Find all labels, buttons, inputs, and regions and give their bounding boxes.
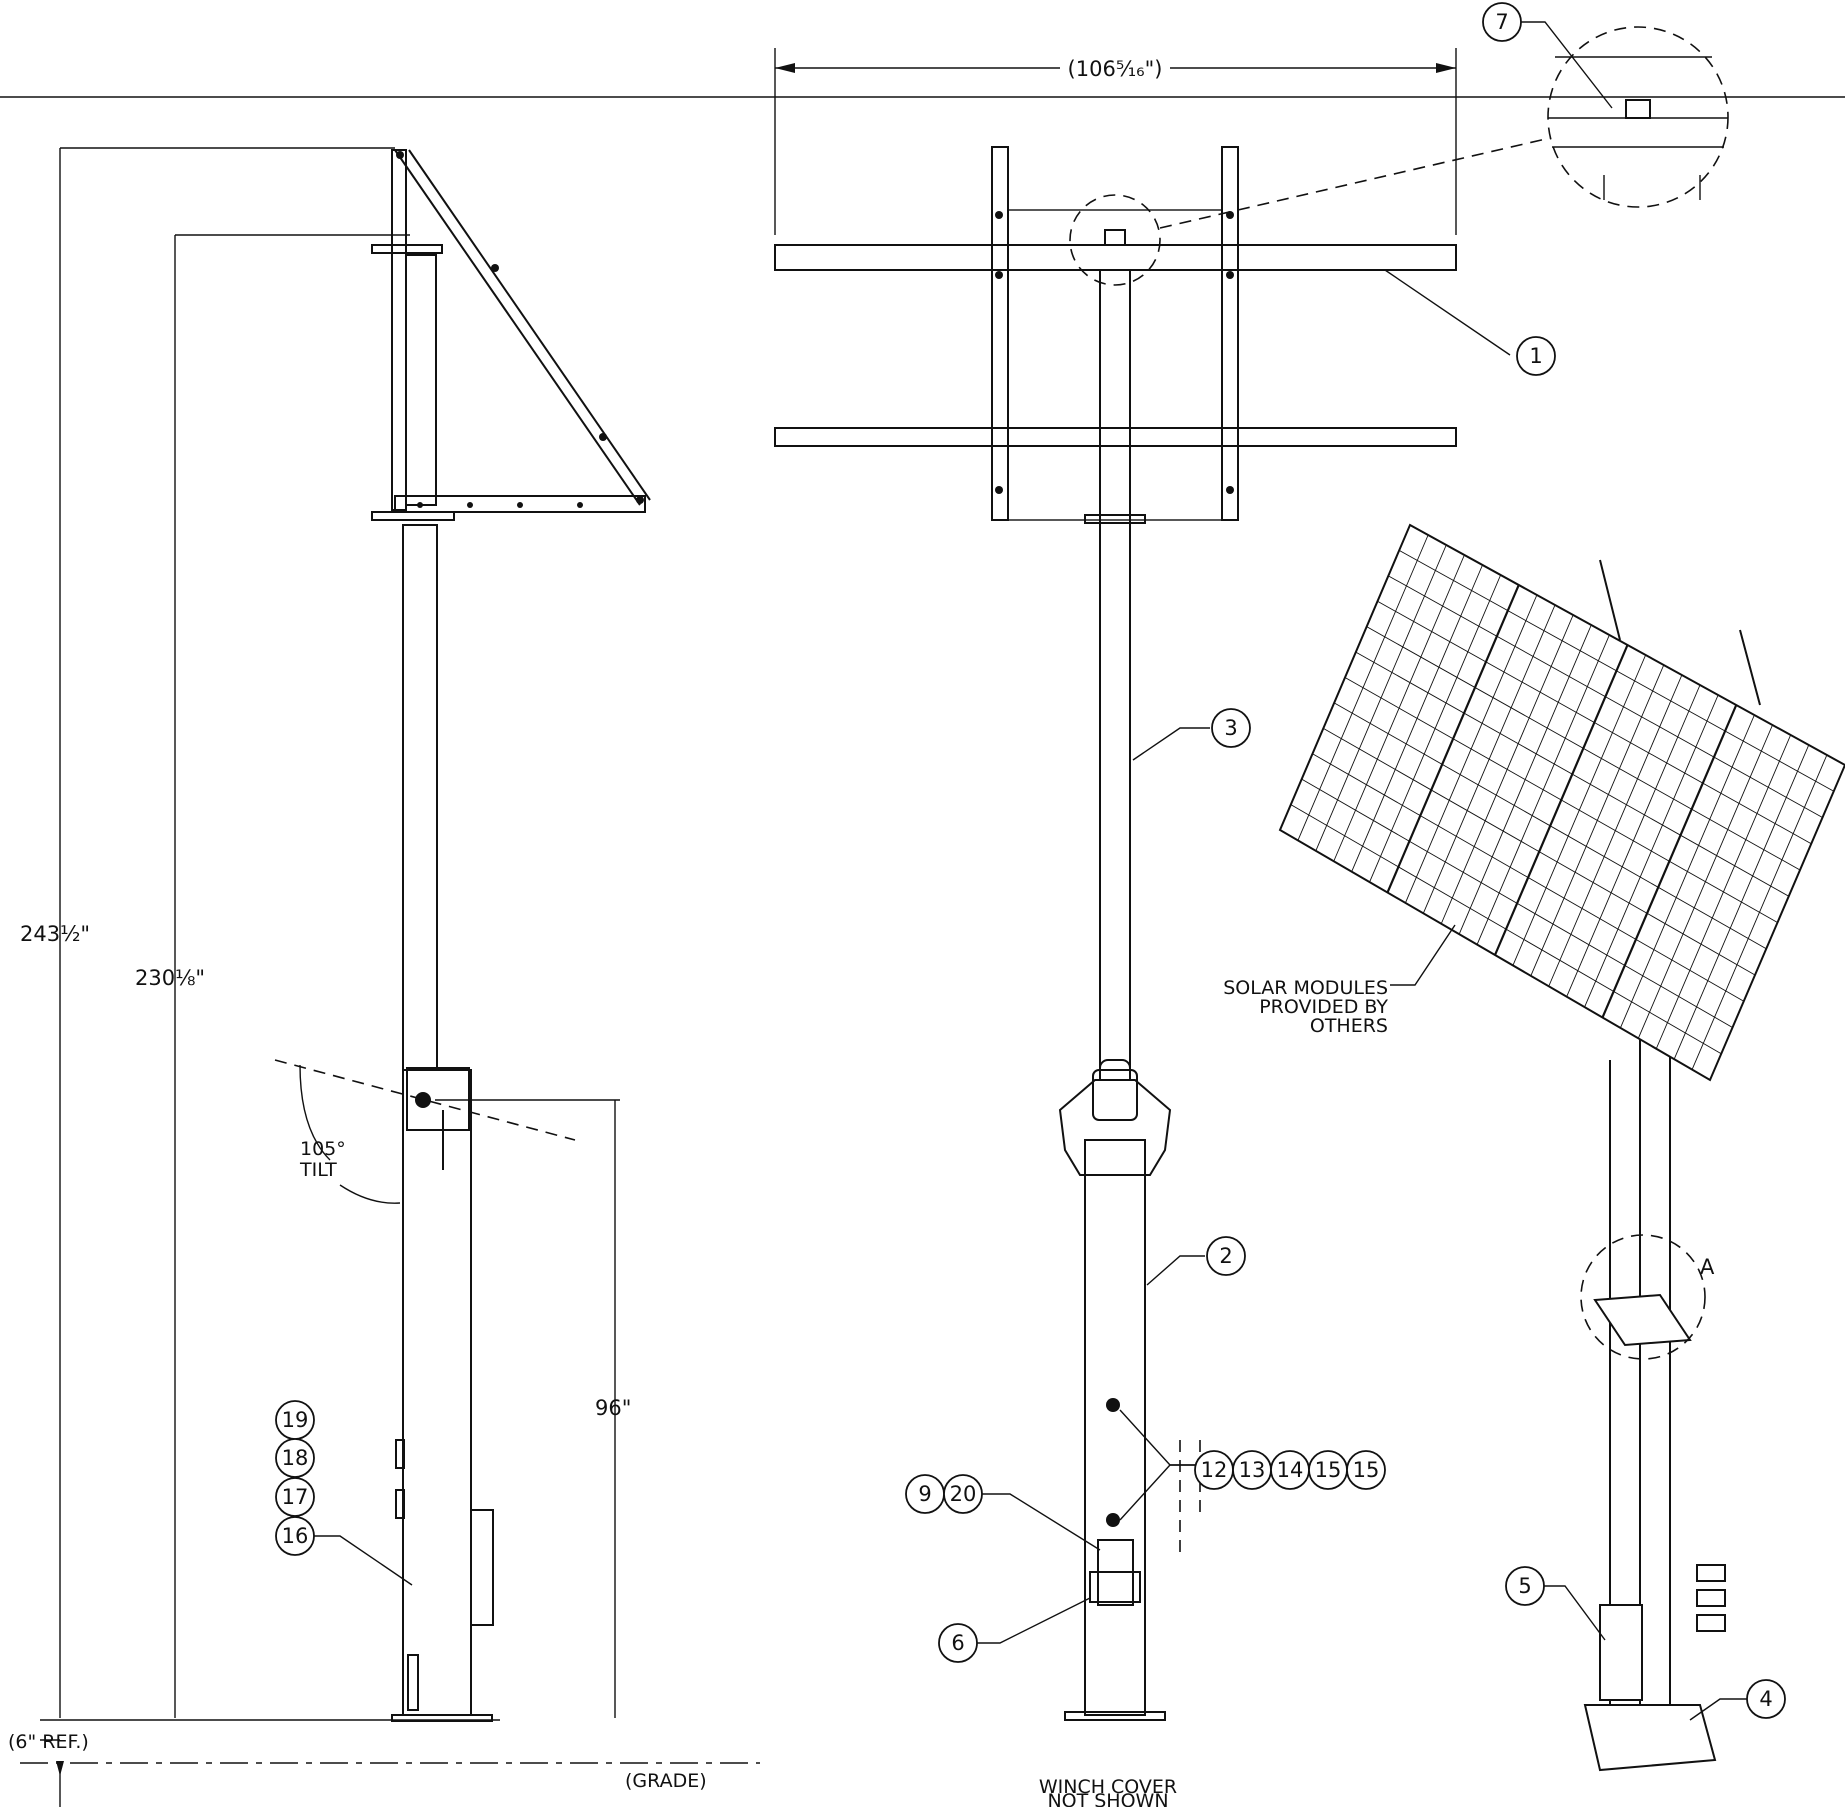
front-view: (106⁵⁄₁₆") [774,48,1556,1807]
solar-note-line2: PROVIDED BY [1259,996,1388,1018]
svg-text:3: 3 [1224,716,1237,740]
side-upper-clamp [371,244,443,254]
svg-text:17: 17 [282,1485,309,1509]
front-upper-rail [774,244,1457,271]
balloon-14: 14 [1270,1450,1310,1490]
dim-hinge-height: 96" [595,1396,631,1420]
detail-a-circle [1580,1234,1706,1360]
side-mount-bracket [405,254,437,506]
side-mount-diagonal [394,149,641,506]
balloon-16: 16 [275,1516,315,1556]
svg-text:1: 1 [1529,344,1542,368]
front-hinge-bracket [1058,1079,1172,1176]
side-mount-bottom-rail [394,495,646,513]
solar-note-line3: OTHERS [1310,1015,1388,1037]
svg-text:6: 6 [951,1631,964,1655]
svg-text:5: 5 [1518,1574,1531,1598]
side-mount-diagonal-inner [408,149,651,501]
svg-text:20: 20 [950,1482,977,1506]
front-lower-rail [774,427,1457,447]
solar-note-line1: SOLAR MODULES [1223,977,1388,999]
svg-text:14: 14 [1277,1458,1304,1482]
side-lower-pole [402,1069,472,1716]
svg-text:13: 13 [1239,1458,1266,1482]
detail-a-label: A [1700,1255,1715,1279]
balloon-4: 4 [1746,1679,1786,1719]
balloon-15b: 15 [1346,1450,1386,1490]
tilt-word-label: TILT [299,1159,337,1181]
balloon-7: 7 [1482,2,1522,42]
tilt-angle-label: 105° [300,1138,346,1160]
grade-label: (GRADE) [625,1770,707,1792]
balloon-6: 6 [938,1623,978,1663]
solar-grid-line [1323,727,1756,976]
side-mount-upright [391,149,407,511]
balloon-19: 17 [275,1477,315,1517]
solar-grid-line [1388,575,1823,818]
front-right-upright [1221,146,1239,521]
winch-note-line1: WINCH COVER [1039,1776,1177,1798]
balloon-3: 3 [1211,708,1251,748]
solar-grid-line [1344,677,1778,923]
side-upper-pole [402,524,438,1071]
svg-text:2: 2 [1219,1244,1232,1268]
svg-text:19: 19 [282,1408,309,1432]
balloon-5: 5 [1505,1566,1545,1606]
solar-grid-line [1398,550,1834,792]
side-lower-clamp [371,511,455,521]
svg-text:15: 15 [1315,1458,1342,1482]
isometric-view: A SOLAR MODULES PROVIDED BY OTHERS 5 4 [1223,523,1845,1772]
svg-text:16: 16 [282,1524,309,1548]
iso-junction-box [1599,1604,1643,1701]
side-hinge-bolt [415,1092,431,1108]
balloon-1: 1 [1516,336,1556,376]
balloon-20: 20 [943,1474,983,1514]
solar-grid-line [1312,753,1744,1002]
svg-text:7: 7 [1495,10,1508,34]
svg-text:18: 18 [282,1446,309,1470]
iso-base-plate [1583,1704,1717,1772]
solar-grid-line [1366,626,1801,871]
dim-overall-width: (106⁵⁄₁₆") [1068,57,1163,81]
dim-overall-height: 243½" [20,922,90,946]
balloon-18: 18 [275,1438,315,1478]
winch-note-line2: NOT SHOWN [1047,1790,1168,1807]
side-view: 243½" 230⅛" 96" 105° TILT (6" REF.) (GRA… [8,147,760,1807]
front-upper-pole [1099,269,1131,1071]
front-lower-pole [1084,1139,1146,1716]
detail-circle-7 [1069,194,1161,286]
solar-grid-line [1355,651,1789,897]
side-base-plate [391,1714,493,1722]
balloon-2: 2 [1206,1236,1246,1276]
svg-text:9: 9 [918,1482,931,1506]
front-mount-panel [1007,209,1223,521]
svg-text:12: 12 [1201,1458,1228,1482]
ref-below-grade-label: (6" REF.) [8,1731,89,1753]
svg-text:15: 15 [1353,1458,1380,1482]
front-left-upright [991,146,1009,521]
balloon-9: 9 [905,1474,945,1514]
detail-7-view: 7 [1159,2,1729,229]
balloon-12: 12 [1194,1450,1234,1490]
solar-grid-line [1290,804,1722,1055]
solar-array-grid [1290,534,1834,1070]
svg-text:4: 4 [1759,1687,1772,1711]
solar-grid-line [1301,778,1733,1028]
detail-7-circle [1547,26,1729,208]
balloon-15a: 15 [1308,1450,1348,1490]
side-junction-box [470,1509,494,1626]
balloon-13: 13 [1232,1450,1272,1490]
side-hinge-plate [406,1067,470,1131]
solar-grid-line [1377,600,1812,845]
dim-mount-height: 230⅛" [135,966,205,990]
front-base-plate [1064,1711,1166,1721]
iso-hinge [1593,1293,1692,1347]
solar-grid-line [1333,702,1767,950]
balloon-17: 19 [275,1400,315,1440]
